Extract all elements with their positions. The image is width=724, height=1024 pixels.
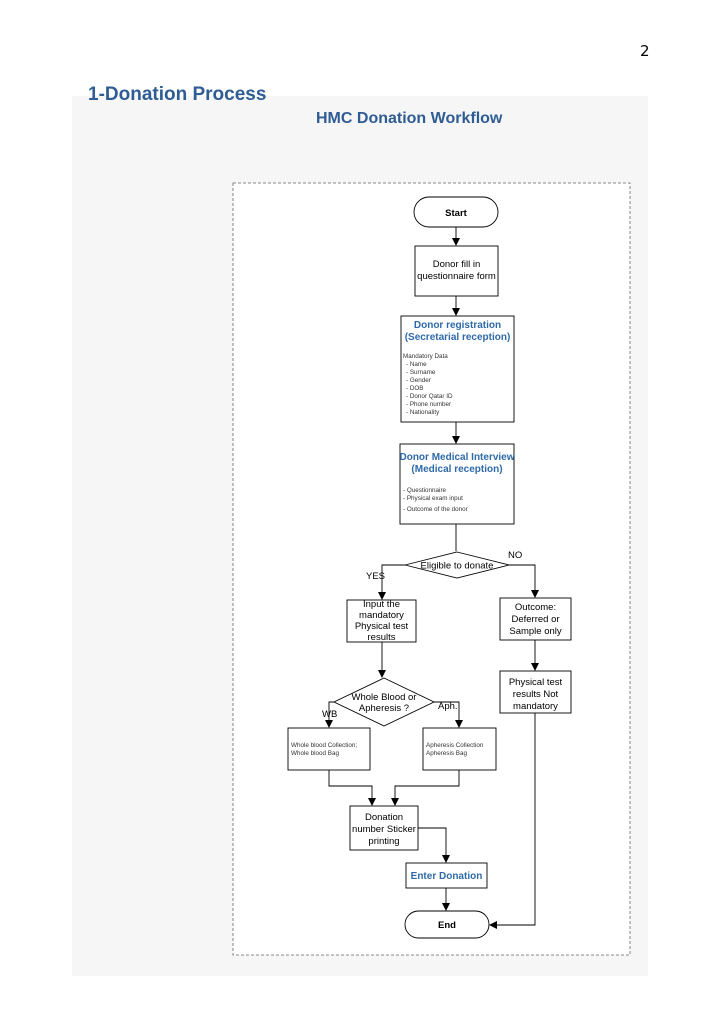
page-number: 2 (640, 42, 650, 60)
edge-aph (434, 701, 463, 728)
edge-physical-end (489, 713, 536, 929)
sticker-node: Donation number Sticker printing (349, 805, 419, 851)
end-node: End (404, 910, 490, 939)
start-label: Start (445, 208, 467, 219)
input-results-line-4: results (368, 632, 396, 643)
sticker-line-2: number Sticker (352, 824, 416, 835)
field-surname: - Surname (406, 369, 436, 376)
outcome-node: Outcome: Deferred or Sample only (499, 597, 572, 641)
questionnaire-line-1: Donor fill in (433, 259, 481, 270)
apheresis-line-1: Apheresis Collection (426, 742, 484, 749)
registration-node: Donor registration (Secretarial receptio… (400, 315, 515, 423)
whole-or-apheresis-decision: Whole Blood or Apheresis ? (332, 677, 436, 727)
connectors (325, 227, 539, 929)
interview-node: Donor Medical Interview (Medical recepti… (399, 443, 515, 525)
edge-sticker-enter (418, 827, 450, 863)
apheresis-node: Apheresis Collection Apheresis Bag (422, 727, 497, 771)
whole-blood-line-1: Whole blood Collection; (291, 742, 357, 749)
yes-label: YES (366, 571, 385, 582)
not-mandatory-line-1: Physical test (509, 677, 563, 688)
start-node: Start (413, 196, 499, 228)
input-results-node: Input the mandatory Physical test result… (346, 599, 417, 643)
registration-title-2: (Secretarial reception) (405, 332, 511, 343)
whole-or-apheresis-line-1: Whole Blood or (352, 692, 417, 703)
physical-not-mandatory-node: Physical test results Not mandatory (499, 670, 572, 714)
registration-title-1: Donor registration (414, 320, 501, 331)
not-mandatory-line-3: mandatory (513, 701, 558, 712)
field-phone: - Phone number (406, 401, 451, 408)
interview-item-questionnaire: - Questionnaire (403, 487, 447, 494)
end-label: End (438, 920, 456, 931)
interview-item-outcome: - Outcome of the donor (403, 506, 468, 513)
whole-or-apheresis-line-2: Apheresis ? (359, 703, 409, 714)
input-results-line-3: Physical test (355, 621, 409, 632)
edge-wb (325, 701, 334, 728)
enter-donation-label: Enter Donation (411, 871, 483, 882)
input-results-line-1: Input the (363, 599, 400, 610)
edge-no-outcome (509, 564, 539, 598)
edge-yes-input (378, 564, 405, 600)
aph-label: Aph. (438, 701, 458, 712)
outcome-line-1: Outcome: (515, 602, 556, 613)
eligible-decision: Eligible to donate (404, 551, 510, 579)
no-label: NO (508, 550, 522, 561)
outcome-line-3: Sample only (509, 626, 562, 637)
enter-donation-node: Enter Donation (405, 862, 488, 889)
mandatory-data-label: Mandatory Data (403, 353, 448, 360)
wb-label: WB (322, 709, 337, 720)
workflow-title: HMC Donation Workflow (316, 110, 503, 127)
not-mandatory-line-2: results Not (513, 689, 559, 700)
section-title: 1-Donation Process (88, 84, 267, 105)
whole-blood-line-2: Whole blood Bag (291, 750, 339, 757)
edge-apheresis-sticker (391, 770, 460, 806)
whole-blood-node: Whole blood Collection; Whole blood Bag (287, 727, 371, 771)
questionnaire-node: Donor fill in questionnaire form (414, 245, 499, 297)
questionnaire-line-2: questionnaire form (417, 271, 496, 282)
field-qatar-id: - Donor Qatar ID (406, 393, 453, 400)
eligible-label: Eligible to donate (421, 561, 494, 572)
field-gender: - Gender (406, 377, 431, 384)
field-dob: - DOB (406, 385, 424, 392)
outcome-line-2: Deferred or (511, 614, 559, 625)
apheresis-line-2: Apheresis Bag (426, 750, 467, 757)
interview-title-1: Donor Medical Interview (399, 452, 514, 463)
interview-item-physical: - Physical exam input (403, 495, 463, 502)
interview-title-2: (Medical reception) (411, 464, 502, 475)
field-name: - Name (406, 361, 427, 368)
sticker-line-1: Donation (365, 812, 403, 823)
sticker-line-3: printing (368, 836, 399, 847)
edge-whole-blood-sticker (328, 770, 376, 806)
field-nationality: - Nationality (406, 409, 440, 416)
input-results-line-2: mandatory (359, 610, 404, 621)
